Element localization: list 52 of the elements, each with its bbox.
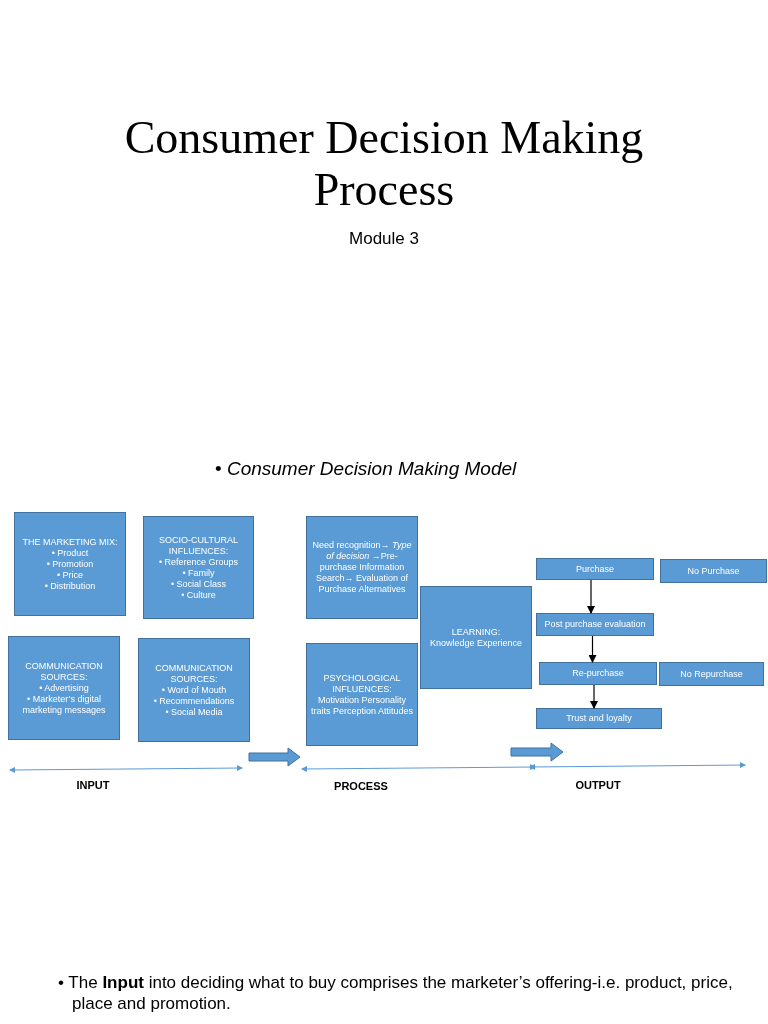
block-arrow xyxy=(248,747,301,767)
step-box xyxy=(536,558,654,580)
bullet-item: • Social Class xyxy=(169,578,228,590)
box-text: Post purchase evaluation xyxy=(544,619,646,630)
box-text: Motivation Personality traits Perception Attitudes xyxy=(310,694,414,717)
bullet-item: • Culture xyxy=(180,589,217,601)
arrow xyxy=(590,684,598,709)
step-box xyxy=(660,559,767,583)
step-box xyxy=(659,662,764,686)
heading: • Consumer Decision Making Model xyxy=(215,458,518,480)
box-text: Re-purchase xyxy=(572,668,624,679)
box-text: Need recognition→ Type of decision →Pre-purchase Information Search→ Evaluation of Purchase Alternatives xyxy=(311,540,413,595)
bullet-item: • Recommendations xyxy=(153,695,235,707)
subtitle: Module 3 xyxy=(348,229,420,249)
bullet-item: • Product xyxy=(50,547,90,559)
section-label: OUTPUT xyxy=(574,779,622,791)
category-box xyxy=(306,516,418,619)
bullet-item: • Social Media xyxy=(164,706,224,718)
box-text: No Purchase xyxy=(687,565,740,577)
box-heading: LEARNING: xyxy=(451,626,501,638)
box-heading: SOCIO-CULTURAL INFLUENCES: xyxy=(158,534,239,557)
category-box xyxy=(143,516,254,619)
slide-title: Consumer Decision Making Process xyxy=(123,112,645,216)
box-heading: PSYCHOLOGICAL INFLUENCES: xyxy=(322,672,402,695)
box-heading: THE MARKETING MIX: xyxy=(22,536,118,548)
bullet-item: • Word of Mouth xyxy=(160,684,228,696)
bullet-paragraph: • The Input into deciding what to buy comprises the marketer’s offering-i.e. product, price, place and promotion. xyxy=(58,972,734,1014)
arrow xyxy=(587,579,595,614)
section-label: INPUT xyxy=(75,779,111,791)
category-box xyxy=(14,512,126,616)
bullet-item: • Marketer’s digital marketing messages xyxy=(21,693,107,716)
category-box xyxy=(138,638,250,742)
section-label: PROCESS xyxy=(333,780,389,792)
box-heading: COMMUNICATION SOURCES: xyxy=(24,660,104,683)
bullet-item: • Distribution xyxy=(44,580,96,592)
bullet-item: • Family xyxy=(181,567,216,579)
bullet-item: • Promotion xyxy=(45,558,95,570)
box-text: Purchase xyxy=(576,563,614,575)
category-box xyxy=(306,643,418,746)
box-heading: COMMUNICATION SOURCES: xyxy=(154,662,234,685)
category-box xyxy=(8,636,120,740)
box-text: Knowledge Experience xyxy=(429,637,523,649)
bullet-item: • Price xyxy=(55,569,85,581)
step-box xyxy=(536,708,662,729)
bullet-item: • Reference Groups xyxy=(158,556,239,568)
step-box xyxy=(536,613,654,636)
step-box xyxy=(539,662,657,685)
category-box xyxy=(420,586,532,689)
box-text: No Repurchase xyxy=(680,668,743,680)
box-text: Trust and loyalty xyxy=(566,713,632,724)
bullet-item: • Advertising xyxy=(38,682,90,694)
arrow xyxy=(588,635,597,663)
